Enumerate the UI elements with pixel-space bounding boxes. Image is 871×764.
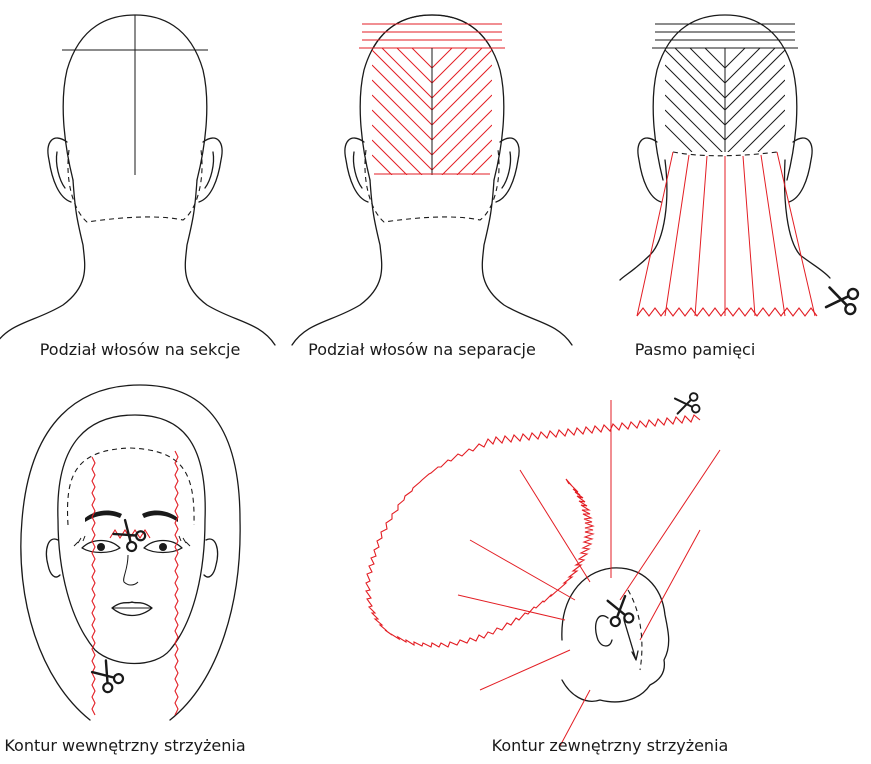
caption-memory-strand: Pasmo pamięci [545,340,845,359]
scissors-icon [605,596,634,628]
head-separations-figure [292,15,572,345]
scissors-icon [675,393,701,416]
caption-outer-contour: Kontur zewnętrzny strzyżenia [460,736,760,755]
caption-separations: Podział włosów na separacje [272,340,572,359]
head-sections-figure [0,15,275,345]
scissors-icon [90,659,125,694]
memory-strand-figure [620,15,859,316]
caption-inner-contour: Kontur wewnętrzny strzyżenia [0,736,275,755]
inner-contour-figure [21,385,240,720]
caption-sections: Podział włosów na sekcje [0,340,290,359]
outer-contour-figure [366,393,720,746]
scissors-icon [826,285,859,315]
